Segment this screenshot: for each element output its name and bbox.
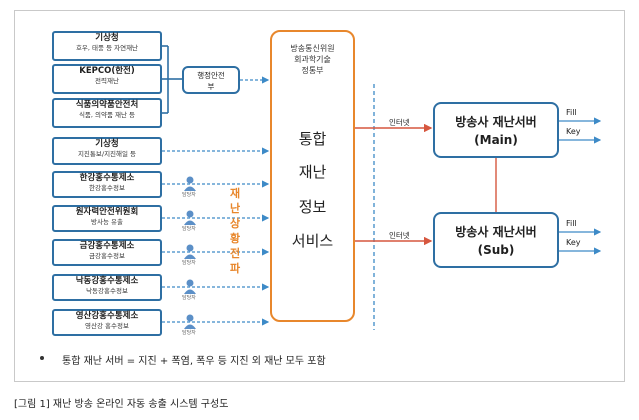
worker-label: 담당자 bbox=[182, 192, 196, 198]
output-key-label: Key bbox=[566, 127, 581, 136]
vertical-char: 황 bbox=[229, 232, 241, 245]
source-box: 한강홍수통제소 한강홍수정보 bbox=[52, 171, 162, 198]
worker-label: 담당자 bbox=[182, 226, 196, 232]
admin-box: 행정안전 부 bbox=[182, 66, 240, 94]
source-bracket bbox=[162, 45, 182, 114]
disaster-relay-label: 재 난 상 황 전 파 bbox=[227, 186, 243, 276]
worker-icon bbox=[184, 244, 196, 259]
worker-icon bbox=[184, 314, 196, 329]
hub-line: 서비스 bbox=[291, 232, 334, 250]
source-title: 낙동강홍수통제소 bbox=[75, 276, 139, 286]
source-sub: 호우, 태풍 등 자연재난 bbox=[75, 44, 139, 52]
source-box: 낙동강홍수통제소 낙동강홍수정보 bbox=[52, 274, 162, 301]
figure-caption: [그림 1] 재난 방송 온라인 자동 송출 시스템 구성도 bbox=[14, 399, 229, 410]
source-box: 금강홍수통제소 금강홍수정보 bbox=[52, 239, 162, 266]
source-sub: 지진통보/지진해일 등 bbox=[77, 150, 137, 158]
server-title: 방송사 재난서버 bbox=[455, 115, 537, 129]
vertical-char: 난 bbox=[229, 202, 241, 215]
source-sub: 낙동강홍수정보 bbox=[86, 287, 128, 295]
diagram-frame bbox=[14, 10, 625, 382]
vertical-char: 재 bbox=[229, 187, 241, 200]
output-arrows bbox=[559, 117, 602, 255]
source-box: 기상청 지진통보/지진해일 등 bbox=[52, 137, 162, 165]
output-fill-label: Fill bbox=[566, 219, 577, 228]
output-key-label: Key bbox=[566, 238, 581, 247]
vertical-char: 상 bbox=[229, 217, 241, 230]
hub-top-text: 방송통신위원 회과학기술 정통부 bbox=[272, 43, 353, 76]
internet-label: 인터넷 bbox=[389, 231, 410, 240]
worker-label: 담당자 bbox=[182, 295, 196, 301]
source-box: 기상청 호우, 태풍 등 자연재난 bbox=[52, 31, 162, 61]
worker-icon bbox=[184, 176, 196, 191]
source-title: 기상청 bbox=[95, 139, 119, 149]
source-title: 금강홍수통제소 bbox=[79, 241, 135, 251]
vertical-char: 전 bbox=[229, 247, 241, 260]
worker-label: 담당자 bbox=[182, 330, 196, 336]
source-title: 기상청 bbox=[95, 33, 119, 43]
source-arrows bbox=[162, 147, 270, 326]
integrated-disaster-hub bbox=[270, 30, 355, 322]
source-sub: 금강홍수정보 bbox=[89, 252, 125, 260]
note-text: 통합 재난 서버 = 지진 + 폭염, 폭우 등 지진 외 재난 모두 포함 bbox=[62, 356, 326, 367]
source-title: 원자력안전위원회 bbox=[75, 207, 139, 217]
note-bullet bbox=[40, 356, 44, 360]
source-sub: 식품, 의약품 재난 등 bbox=[78, 111, 136, 119]
source-title: 영산강홍수통제소 bbox=[75, 311, 139, 321]
source-title: 한강홍수통제소 bbox=[79, 173, 135, 183]
hub-line: 통합 bbox=[298, 130, 327, 148]
hub-top-line: 방송통신위원 bbox=[290, 44, 335, 53]
output-fill-label: Fill bbox=[566, 108, 577, 117]
source-sub: 방사능 유출 bbox=[91, 218, 123, 226]
source-title: 식품의약품안전처 bbox=[75, 100, 139, 110]
main-server-box: 방송사 재난서버 (Main) bbox=[433, 102, 559, 158]
source-sub: 한강홍수정보 bbox=[89, 184, 125, 192]
server-sub: (Sub) bbox=[477, 243, 515, 257]
worker-icon bbox=[184, 210, 196, 225]
source-box: 원자력안전위원회 방사능 유출 bbox=[52, 205, 162, 232]
source-title: KEPCO(한전) bbox=[79, 66, 135, 76]
source-box: 식품의약품안전처 식품, 의약품 재난 등 bbox=[52, 98, 162, 128]
admin-line1: 행정안전 bbox=[197, 71, 225, 80]
worker-icon bbox=[184, 279, 196, 294]
source-box: 영산강홍수통제소 영산강 홍수정보 bbox=[52, 309, 162, 336]
source-sub: 영산강 홍수정보 bbox=[85, 322, 129, 330]
hub-top-line: 회과학기술 bbox=[294, 55, 331, 64]
admin-line2: 부 bbox=[207, 82, 215, 91]
worker-icons bbox=[184, 176, 196, 329]
sub-server-box: 방송사 재난서버 (Sub) bbox=[433, 212, 559, 268]
worker-label: 담당자 bbox=[182, 260, 196, 266]
source-sub: 전력재난 bbox=[95, 77, 119, 85]
server-sub: (Main) bbox=[474, 133, 518, 147]
internet-label: 인터넷 bbox=[389, 118, 410, 127]
vertical-char: 파 bbox=[229, 262, 241, 275]
server-title: 방송사 재난서버 bbox=[455, 225, 537, 239]
hub-top-line: 정통부 bbox=[301, 66, 324, 75]
hub-line: 정보 bbox=[298, 198, 327, 216]
source-box: KEPCO(한전) 전력재난 bbox=[52, 64, 162, 94]
hub-line: 재난 bbox=[298, 163, 327, 181]
